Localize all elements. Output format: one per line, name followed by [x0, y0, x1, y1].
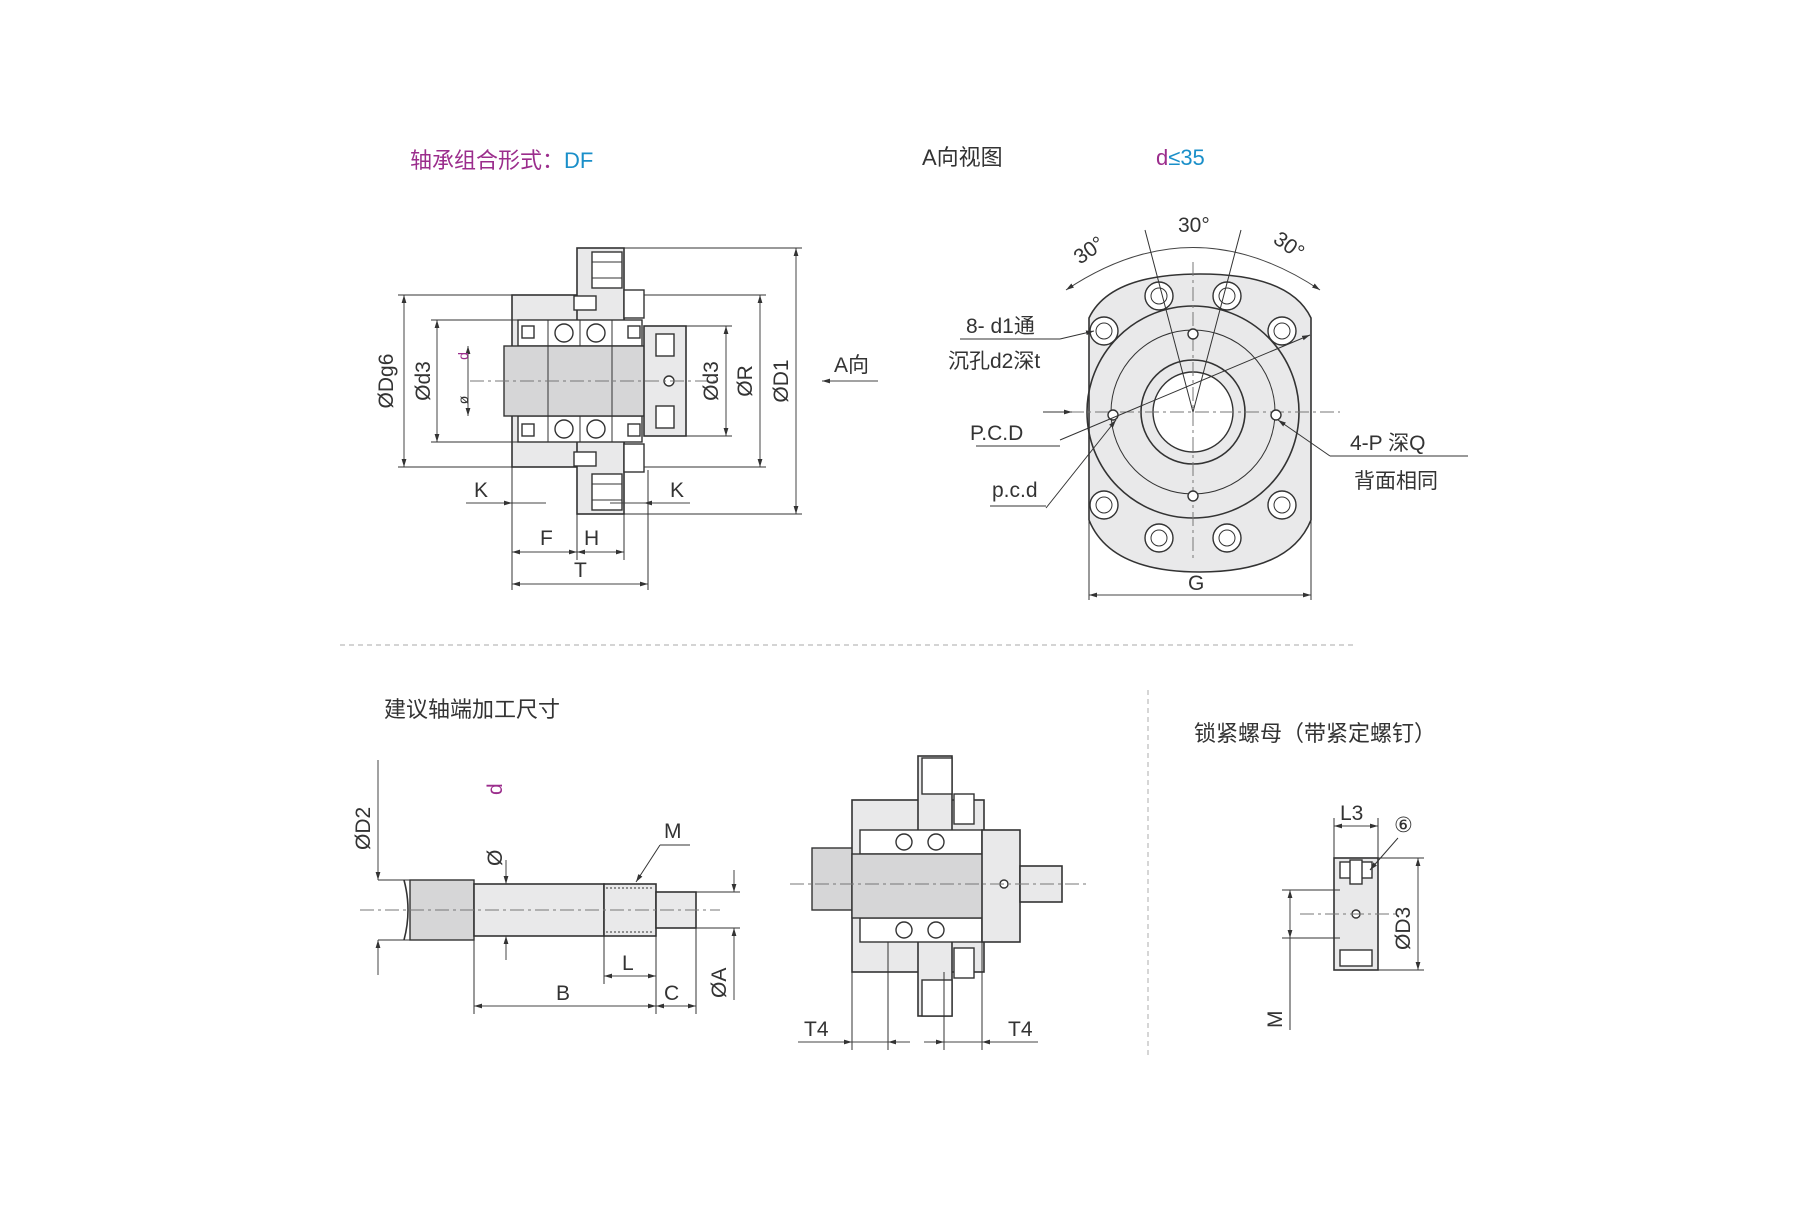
dim-K-left: K [474, 479, 488, 502]
dim-L3: L3 [1340, 802, 1363, 825]
dim-pcd-small: p.c.d [992, 479, 1038, 502]
dim-d3-left: Ød3 [412, 361, 435, 401]
angle-30-left: 30° [1070, 232, 1109, 269]
dim-d-small: d [455, 352, 471, 360]
flange-bolt-bottom [591, 473, 623, 511]
dim-T: T [574, 559, 587, 582]
shaft-end-title: 建议轴端加工尺寸 [384, 697, 560, 722]
tap-note-line2: 背面相同 [1354, 470, 1438, 493]
dim-L: L [622, 952, 634, 975]
tap-note-line1: 4-P 深Q [1350, 432, 1425, 455]
a-direction-label: A向 [834, 354, 869, 377]
dim-C: C [664, 982, 679, 1005]
shaft-end-drawing: ØD2 d Ø M L B C ØA [352, 760, 740, 1014]
dim-A: ØA [708, 968, 731, 998]
dim-D1: ØD1 [770, 359, 793, 402]
dim-F: F [540, 527, 553, 550]
a-view-title: A向视图 [922, 145, 1003, 170]
assembly-section: T4 T4 [790, 755, 1090, 1050]
dim-d3-right: Ød3 [700, 361, 723, 401]
set-screw [1349, 859, 1363, 885]
dim-R: ØR [734, 365, 757, 397]
set-screw-callout: ⑥ [1394, 814, 1413, 837]
dim-T4-left: T4 [804, 1018, 829, 1041]
dim-T4-right: T4 [1008, 1018, 1033, 1041]
dim-PCD: P.C.D [970, 422, 1023, 445]
dim-phi-vertical: Ø [484, 850, 507, 866]
dim-K-right: K [670, 479, 684, 502]
dim-M-shaft: M [664, 820, 682, 843]
holes-note-line1: 8- d1通 [966, 315, 1035, 338]
dim-phi-small: ø [455, 395, 471, 404]
holes-note-line2: 沉孔d2深t [948, 350, 1040, 373]
dim-d-vertical: d [484, 783, 507, 795]
a-view: 30° 30° 30° 8- d1通 沉孔d2深t P.C.D p.c.d 4-… [948, 214, 1468, 600]
dim-H: H [584, 527, 599, 550]
lock-nut-title: 锁紧螺母（带紧定螺钉） [1194, 721, 1436, 746]
ball [554, 323, 574, 343]
d-condition: d≤35 [1156, 145, 1205, 170]
dim-B: B [556, 982, 570, 1005]
support-unit-section-view: ØDg6 Ød3 d ø Ød3 ØR ØD1 A向 K K F [375, 247, 878, 590]
angle-30-mid: 30° [1178, 214, 1210, 237]
flange-bolt-top [591, 251, 623, 289]
dim-G: G [1188, 572, 1204, 595]
dim-D3: ØD3 [1392, 907, 1415, 950]
angle-30-right: 30° [1269, 227, 1308, 264]
bearing-combo-title: 轴承组合形式：DF [410, 148, 593, 173]
dim-D2: ØD2 [352, 807, 375, 850]
dim-Dg6: ØDg6 [375, 354, 398, 409]
dim-M-nut: M [1264, 1011, 1287, 1029]
counterbored-holes [1089, 281, 1297, 553]
lock-nut-drawing: L3 ⑥ ØD3 M [1264, 802, 1424, 1030]
